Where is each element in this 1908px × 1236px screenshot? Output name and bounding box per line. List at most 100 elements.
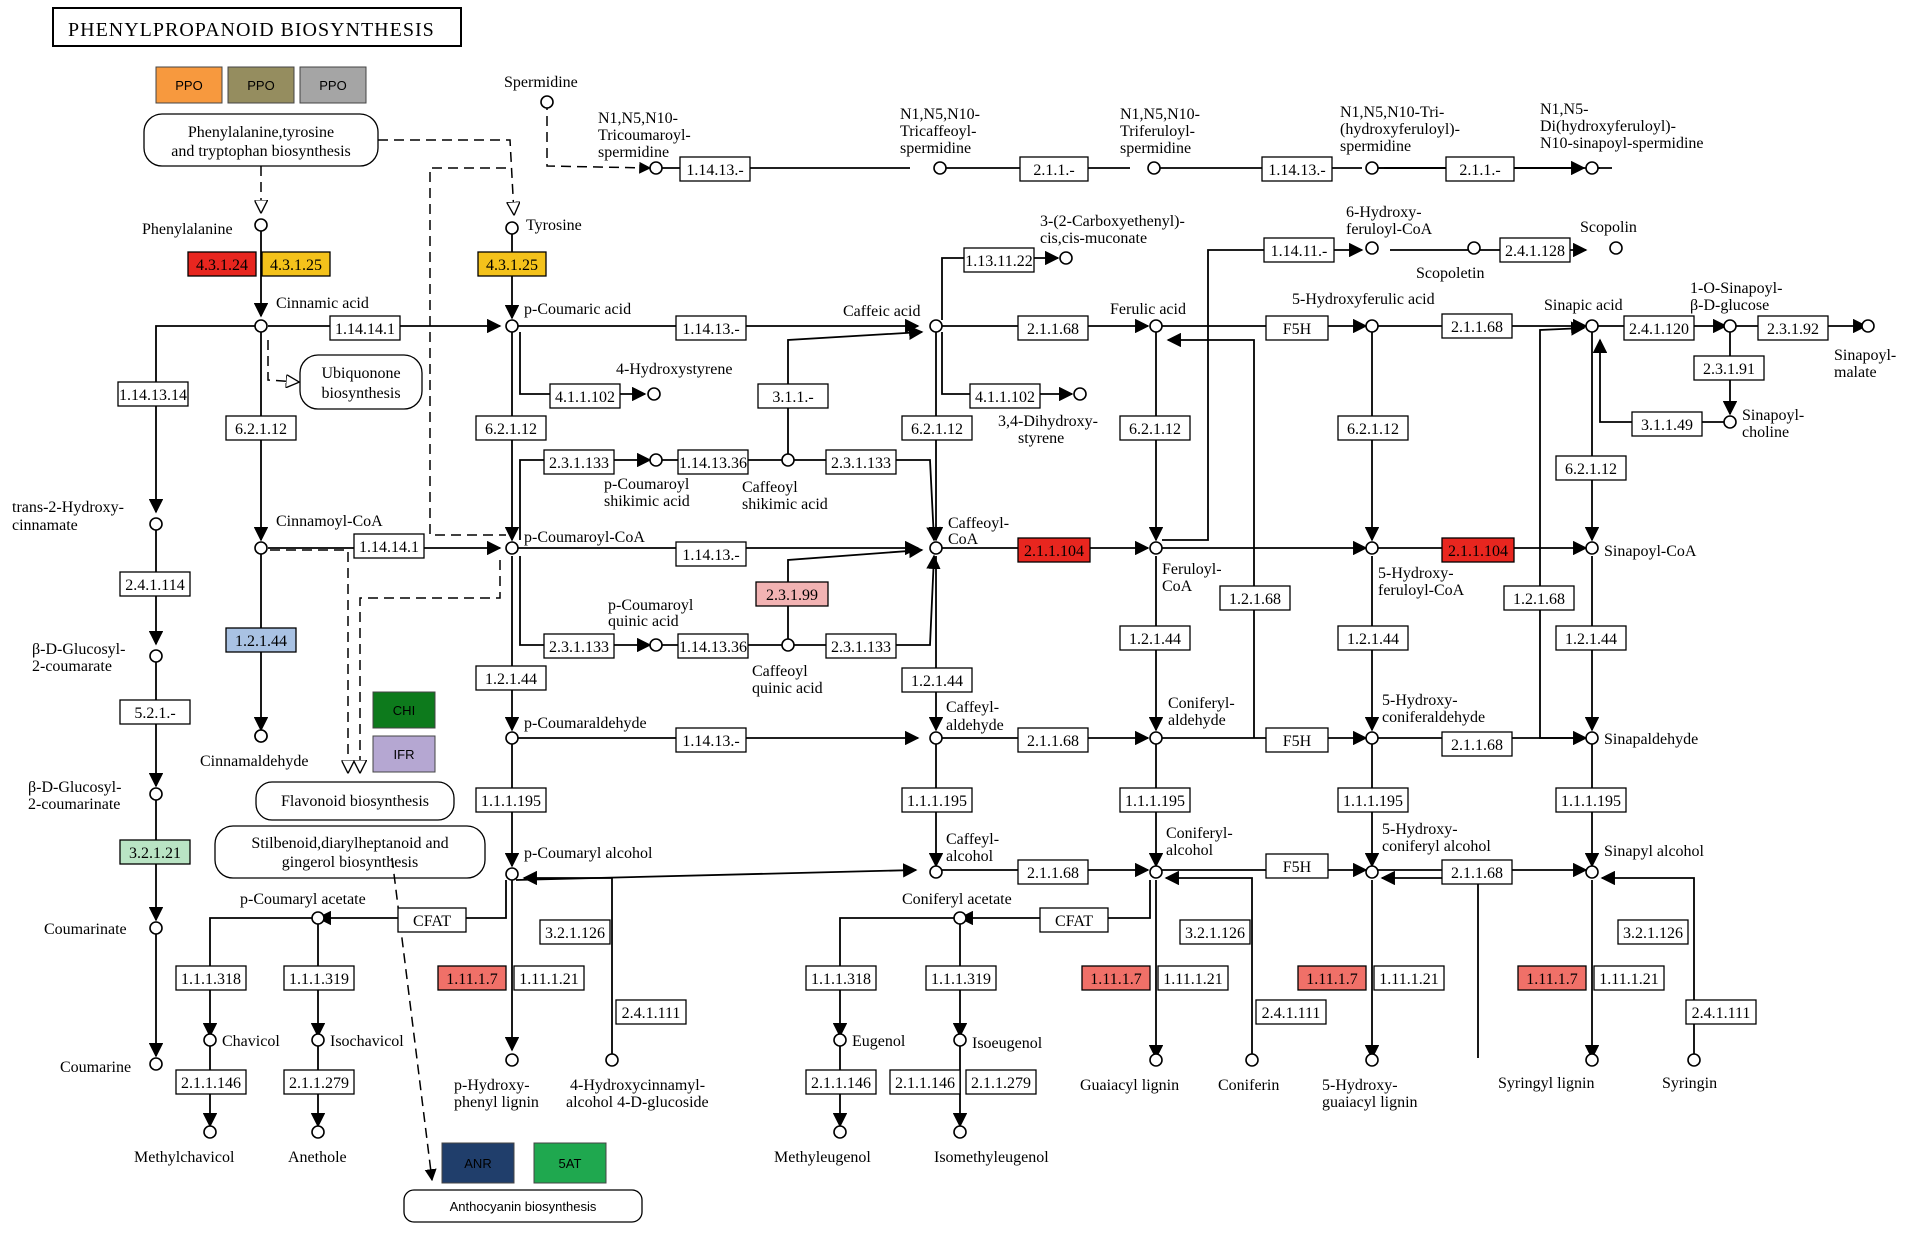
enzyme-e-f5h-b[interactable]: F5H	[1265, 727, 1329, 753]
enzyme-box[interactable]	[475, 665, 547, 691]
node-methyleugenol[interactable]	[833, 1125, 847, 1139]
enzyme-e-6-2-1-12b[interactable]: 6.2.1.12	[475, 415, 547, 441]
node-isoeugenol[interactable]	[953, 1033, 967, 1047]
node-pcoumaroyl-shikimic[interactable]	[649, 453, 663, 467]
map-ubiquinone[interactable]	[299, 354, 423, 410]
enzyme-box[interactable]	[1017, 315, 1089, 341]
enzyme-box[interactable]	[543, 633, 615, 659]
enzyme-box[interactable]	[1693, 355, 1765, 381]
node-triferuloyl-spermidine[interactable]	[1147, 161, 1161, 175]
node-guaiacyl-lignin[interactable]	[1149, 1053, 1163, 1067]
node-carboxyethenyl[interactable]	[1059, 251, 1073, 265]
enzyme-e-3-2-1-126b[interactable]: 3.2.1.126	[1179, 919, 1251, 945]
enzyme-box[interactable]	[1555, 787, 1627, 813]
enzyme-box[interactable]	[1555, 625, 1627, 651]
enzyme-e-2-3-1-133b[interactable]: 2.3.1.133	[825, 449, 897, 475]
node-hydroxyconiferaldehyde[interactable]	[1365, 731, 1379, 745]
enzyme-box[interactable]	[1081, 965, 1151, 991]
enzyme-box[interactable]	[965, 1069, 1037, 1095]
enzyme-box[interactable]	[437, 965, 507, 991]
enzyme-box[interactable]	[539, 919, 611, 945]
node-hydroxycinnamyl-glucoside[interactable]	[605, 1053, 619, 1067]
enzyme-box[interactable]	[513, 965, 585, 991]
node-scopoletin[interactable]	[1467, 241, 1481, 255]
enzyme-box[interactable]	[677, 449, 749, 475]
enzyme-e-2-1-1-68d[interactable]: 2.1.1.68	[1441, 731, 1513, 757]
enzyme-box[interactable]	[805, 1069, 877, 1095]
enzyme-e-2-1-1-68e[interactable]: 2.1.1.68	[1017, 859, 1089, 885]
enzyme-box[interactable]	[1019, 156, 1089, 182]
enzyme-box[interactable]	[1119, 415, 1191, 441]
node-coumarinate[interactable]	[149, 921, 163, 935]
enzyme-e-6-2-1-12e[interactable]: 6.2.1.12	[1337, 415, 1409, 441]
node-p-coumaroyl-coa[interactable]	[505, 541, 519, 555]
enzyme-box[interactable]	[889, 1069, 961, 1095]
node-caffeyl-alcohol[interactable]	[929, 865, 943, 879]
enzyme-e-2-3-1-99[interactable]: 2.3.1.99	[755, 581, 829, 607]
enzyme-box[interactable]	[1555, 455, 1627, 481]
enzyme-box[interactable]	[925, 965, 997, 991]
enzyme-box[interactable]	[549, 383, 621, 409]
enzyme-e-1-14-13-top2[interactable]: 1.14.13.-	[1261, 156, 1333, 182]
node-p-hydroxyphenyl-lignin[interactable]	[505, 1053, 519, 1067]
enzyme-box[interactable]	[225, 627, 297, 653]
enzyme-box[interactable]	[329, 315, 401, 341]
node-coniferin[interactable]	[1245, 1053, 1259, 1067]
enzyme-box[interactable]	[119, 699, 191, 725]
enzyme-box[interactable]	[1017, 537, 1091, 563]
enzyme-e-cfat-a[interactable]: CFAT	[397, 907, 467, 933]
node-caffeoyl-quinic[interactable]	[781, 638, 795, 652]
node-coniferyl-aldehyde[interactable]	[1149, 731, 1163, 745]
enzyme-box[interactable]	[1441, 313, 1513, 339]
node-p-coumaryl-alcohol[interactable]	[505, 867, 519, 881]
enzyme-box[interactable]	[1441, 859, 1513, 885]
enzyme-e-f5h-a[interactable]: F5H	[1265, 315, 1329, 341]
enzyme-box[interactable]	[1261, 156, 1333, 182]
enzyme-e-cfat-b[interactable]: CFAT	[1039, 907, 1109, 933]
enzyme-box[interactable]	[1017, 727, 1089, 753]
enzyme-box[interactable]	[1119, 787, 1191, 813]
enzyme-e-2-4-1-114[interactable]: 2.4.1.114	[119, 571, 191, 597]
enzyme-e-f5h-c[interactable]: F5H	[1265, 853, 1329, 879]
node-caffeoyl-coa[interactable]	[929, 541, 943, 555]
enzyme-box[interactable]	[963, 247, 1035, 273]
enzyme-e-3-2-1-126c[interactable]: 3.2.1.126	[1617, 919, 1689, 945]
node-sinapyl-alcohol[interactable]	[1585, 865, 1599, 879]
enzyme-e-1-2-1-44e[interactable]: 1.2.1.44	[475, 665, 547, 691]
node-p-coumaraldehyde[interactable]	[505, 731, 519, 745]
enzyme-e-2-3-1-133a[interactable]: 2.3.1.133	[543, 449, 615, 475]
enzyme-box[interactable]	[1631, 411, 1703, 437]
enzyme-box[interactable]	[1017, 859, 1089, 885]
node-cinnamic-acid[interactable]	[254, 319, 268, 333]
node-trans-hydroxycinnamate[interactable]	[149, 517, 163, 531]
enzyme-e-1-1-1-195a[interactable]: 1.1.1.195	[475, 787, 547, 813]
enzyme-box[interactable]	[117, 381, 189, 407]
enzyme-box[interactable]	[175, 1069, 247, 1095]
map-stilbenoid[interactable]	[214, 825, 486, 879]
enzyme-box[interactable]	[675, 315, 747, 341]
enzyme-e-3-1-1-49[interactable]: 3.1.1.49	[1631, 411, 1703, 437]
enzyme-e-2-1-1-68c[interactable]: 2.1.1.68	[1017, 727, 1089, 753]
enzyme-box[interactable]	[1441, 731, 1513, 757]
node-sinapoyl-malate[interactable]	[1861, 319, 1875, 333]
enzyme-e-1-14-11[interactable]: 1.14.11.-	[1263, 237, 1335, 263]
enzyme-box[interactable]	[675, 541, 747, 567]
enzyme-e-6-2-1-12f[interactable]: 6.2.1.12	[1555, 455, 1627, 481]
enzyme-e-1-14-13-a[interactable]: 1.14.13.-	[675, 315, 747, 341]
enzyme-e-1-2-1-44d[interactable]: 1.2.1.44	[1555, 625, 1627, 651]
enzyme-box[interactable]	[475, 787, 547, 813]
enzyme-e-2-1-1-104a[interactable]: 2.1.1.104	[1017, 537, 1091, 563]
enzyme-box[interactable]	[1337, 415, 1409, 441]
enzyme-e-2-4-1-111a[interactable]: 2.4.1.111	[615, 999, 687, 1025]
enzyme-e-1-1-1-319b[interactable]: 1.1.1.319	[925, 965, 997, 991]
enzyme-e-2-4-1-111c[interactable]: 2.4.1.111	[1685, 999, 1757, 1025]
enzyme-e-1-14-14-1a[interactable]: 1.14.14.1	[329, 315, 401, 341]
enzyme-e-2-4-1-111b[interactable]: 2.4.1.111	[1255, 999, 1327, 1025]
enzyme-box[interactable]	[1297, 965, 1367, 991]
node-sinapoyl-choline[interactable]	[1723, 415, 1737, 429]
node-feruloyl-coa[interactable]	[1149, 541, 1163, 555]
enzyme-box[interactable]	[757, 383, 829, 409]
enzyme-e-1-2-1-44c[interactable]: 1.2.1.44	[1337, 625, 1409, 651]
enzyme-e-1-1-1-319a[interactable]: 1.1.1.319	[283, 965, 355, 991]
node-trihydroxyferuloyl-spermidine[interactable]	[1365, 161, 1379, 175]
